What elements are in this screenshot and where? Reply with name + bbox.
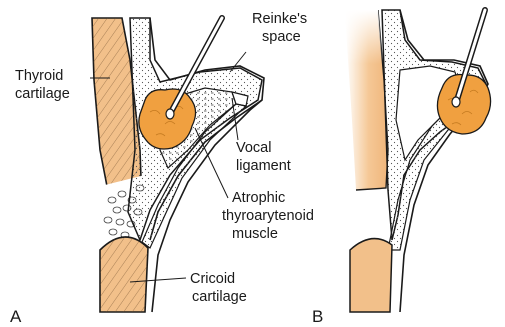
reinkes-space-label-2: space (262, 29, 301, 45)
vocal-ligament-label-2: ligament (236, 158, 291, 174)
reinkes-space-label: Reinke's (252, 11, 307, 27)
thyroid-cartilage-label-2: cartilage (15, 86, 70, 102)
atrophic-muscle-label-3: muscle (232, 226, 278, 242)
atrophic-muscle-label: Atrophic (232, 190, 285, 206)
panel-a: Thyroid cartilage Reinke's space Vocal l… (10, 11, 314, 326)
cricoid-cartilage-label: Cricoid (190, 271, 235, 287)
panel-a-label: A (10, 307, 22, 326)
panel-b-label: B (312, 307, 323, 326)
thyroid-cartilage-label: Thyroid (15, 68, 63, 84)
cricoid-cartilage-b (350, 239, 392, 312)
vocal-ligament-label: Vocal (236, 140, 271, 156)
atrophic-muscle-label-2: thyroarytenoid (222, 208, 314, 224)
cricoid-cartilage-label-2: cartilage (192, 289, 247, 305)
panel-b: B (312, 10, 491, 326)
